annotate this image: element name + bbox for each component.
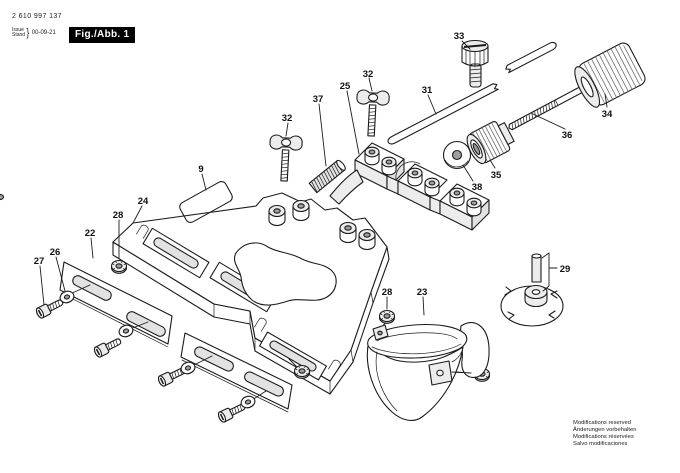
leader-36 bbox=[530, 112, 566, 130]
assembly-line bbox=[69, 284, 477, 401]
leader-22 bbox=[90, 237, 94, 259]
part-34-knurled-knob bbox=[574, 42, 646, 108]
stand-label: Stand bbox=[12, 32, 26, 38]
part-35-knurled-nut bbox=[466, 121, 515, 165]
leader-23 bbox=[422, 296, 425, 316]
callout-27: 27 bbox=[34, 256, 45, 267]
part-23-guide-shoe bbox=[366, 322, 490, 421]
part-37-spring bbox=[308, 159, 346, 194]
figure-badge: Fig./Abb. 1 bbox=[69, 27, 136, 43]
leader-32-top bbox=[368, 77, 373, 92]
part-38-washer bbox=[442, 140, 472, 170]
callout-28-mid: 28 bbox=[382, 287, 393, 298]
leader-24 bbox=[132, 205, 143, 224]
callout-34: 34 bbox=[602, 109, 613, 120]
part-32-wing-screw-left bbox=[267, 134, 304, 183]
modifications-note: Modifications reserved Änderungen vorbeh… bbox=[573, 420, 637, 448]
note-line-es: Salvo modificaciones bbox=[573, 441, 628, 447]
leader-31 bbox=[427, 94, 437, 115]
part-31-guide-rod-short bbox=[505, 41, 557, 74]
callout-35: 35 bbox=[491, 170, 502, 181]
leader-lines bbox=[39, 40, 608, 316]
callout-22: 22 bbox=[85, 228, 96, 239]
callout-labels: 33 31 32 25 37 32 9 24 28 22 26 27 34 36… bbox=[34, 31, 613, 298]
callout-23: 23 bbox=[417, 287, 428, 298]
part-33-thumb-screw bbox=[461, 39, 489, 88]
leader-25 bbox=[346, 90, 360, 155]
issue-date: 00-09-21 bbox=[31, 30, 56, 36]
part-number: 2 610 997 137 bbox=[12, 13, 62, 20]
issue-stand-block: Issue Stand } 00-09-21 bbox=[12, 27, 56, 39]
callout-29: 29 bbox=[560, 264, 571, 275]
leader-34 bbox=[604, 93, 608, 108]
part-24-base-plate bbox=[112, 192, 390, 395]
callout-26: 26 bbox=[50, 247, 61, 258]
part-29-base-disc bbox=[500, 284, 564, 327]
callout-9: 9 bbox=[198, 164, 203, 175]
leader-27 bbox=[39, 265, 45, 306]
part-31-guide-rod-long bbox=[387, 83, 499, 145]
leader-26 bbox=[55, 256, 66, 292]
callout-32-top: 32 bbox=[363, 69, 374, 80]
leader-29 bbox=[541, 252, 558, 292]
note-line-en: Modifications reserved bbox=[573, 420, 631, 426]
callout-31: 31 bbox=[422, 85, 433, 96]
leader-32-left bbox=[285, 122, 289, 137]
callout-24: 24 bbox=[138, 196, 149, 207]
callout-25: 25 bbox=[340, 81, 351, 92]
issue-label: Issue bbox=[12, 26, 24, 33]
leader-37 bbox=[318, 103, 327, 167]
callout-37: 37 bbox=[313, 94, 324, 105]
callout-36: 36 bbox=[562, 130, 573, 141]
note-line-fr: Modifications réservées bbox=[573, 434, 634, 440]
note-line-de: Änderungen vorbehalten bbox=[573, 427, 637, 433]
callout-32-left: 32 bbox=[282, 113, 293, 124]
callout-33: 33 bbox=[454, 31, 465, 42]
part-25-clamp-bracket bbox=[0, 142, 490, 231]
part-22-guide-plate-lower bbox=[180, 332, 293, 413]
leader-35 bbox=[489, 159, 496, 169]
part-29-centering-pin bbox=[531, 253, 542, 283]
leader-33 bbox=[461, 40, 471, 50]
part-9-label bbox=[179, 181, 233, 223]
callout-38: 38 bbox=[472, 182, 483, 193]
leader-9 bbox=[201, 173, 207, 191]
callout-28-left: 28 bbox=[113, 210, 124, 221]
issue-brace: } bbox=[26, 27, 30, 39]
part-32-wing-screw-top bbox=[354, 89, 391, 138]
leader-38 bbox=[462, 164, 474, 182]
